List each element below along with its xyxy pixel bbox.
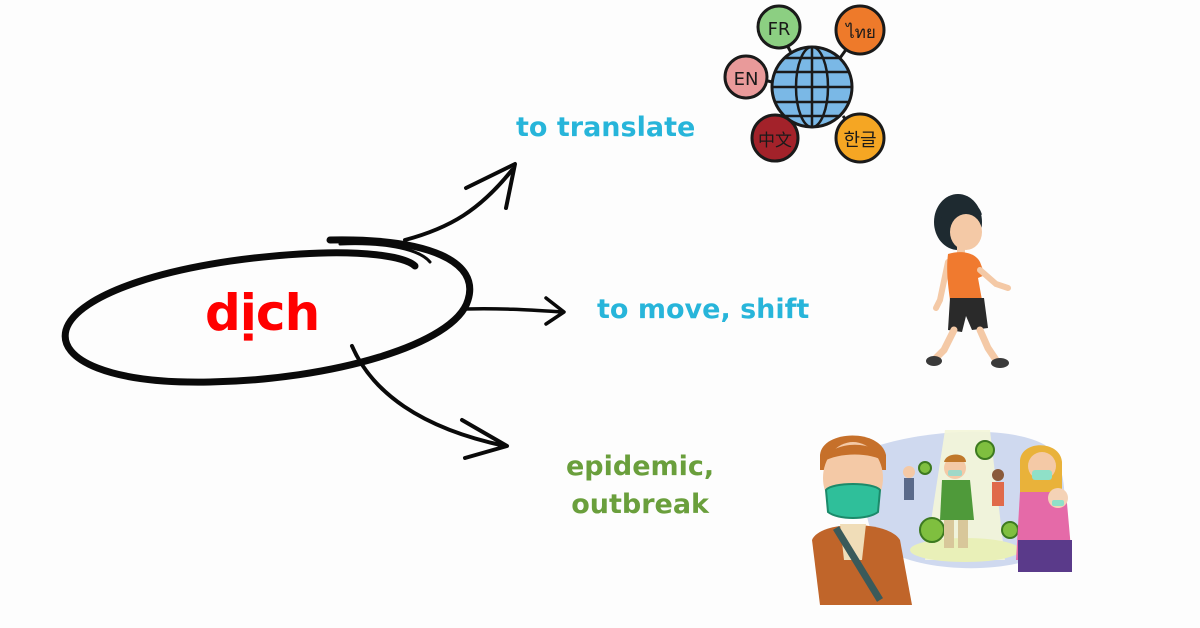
bubble-en-label: EN bbox=[734, 69, 759, 90]
bubble-korean-label: 한글 bbox=[843, 130, 876, 151]
globe-languages-illustration: FR ไทย EN 中文 한글 bbox=[723, 4, 886, 164]
bubble-chinese-label: 中文 bbox=[758, 131, 792, 151]
bubble-en: EN bbox=[723, 54, 769, 100]
meaning-translate: to translate bbox=[516, 112, 696, 143]
meaning-epidemic: epidemic, outbreak bbox=[566, 448, 714, 524]
meaning-epidemic-line1: epidemic, bbox=[566, 451, 715, 482]
bubble-fr-label: FR bbox=[768, 19, 791, 40]
meaning-epidemic-line2: outbreak bbox=[571, 489, 709, 520]
bubble-thai-label: ไทย bbox=[844, 22, 876, 43]
arrow-move bbox=[463, 296, 566, 326]
arrow-translate bbox=[403, 162, 517, 242]
center-word: dịch bbox=[205, 284, 320, 342]
meaning-move: to move, shift bbox=[597, 294, 810, 325]
bubble-thai: ไทย bbox=[834, 4, 886, 56]
arrow-epidemic bbox=[350, 344, 509, 460]
walking-boy-illustration bbox=[926, 194, 1011, 368]
masked-people-epidemic-illustration bbox=[812, 430, 1072, 605]
bubble-korean: 한글 bbox=[834, 112, 886, 164]
bubble-chinese: 中文 bbox=[750, 113, 800, 163]
center-ellipse bbox=[61, 236, 474, 386]
bubble-fr: FR bbox=[756, 4, 802, 50]
